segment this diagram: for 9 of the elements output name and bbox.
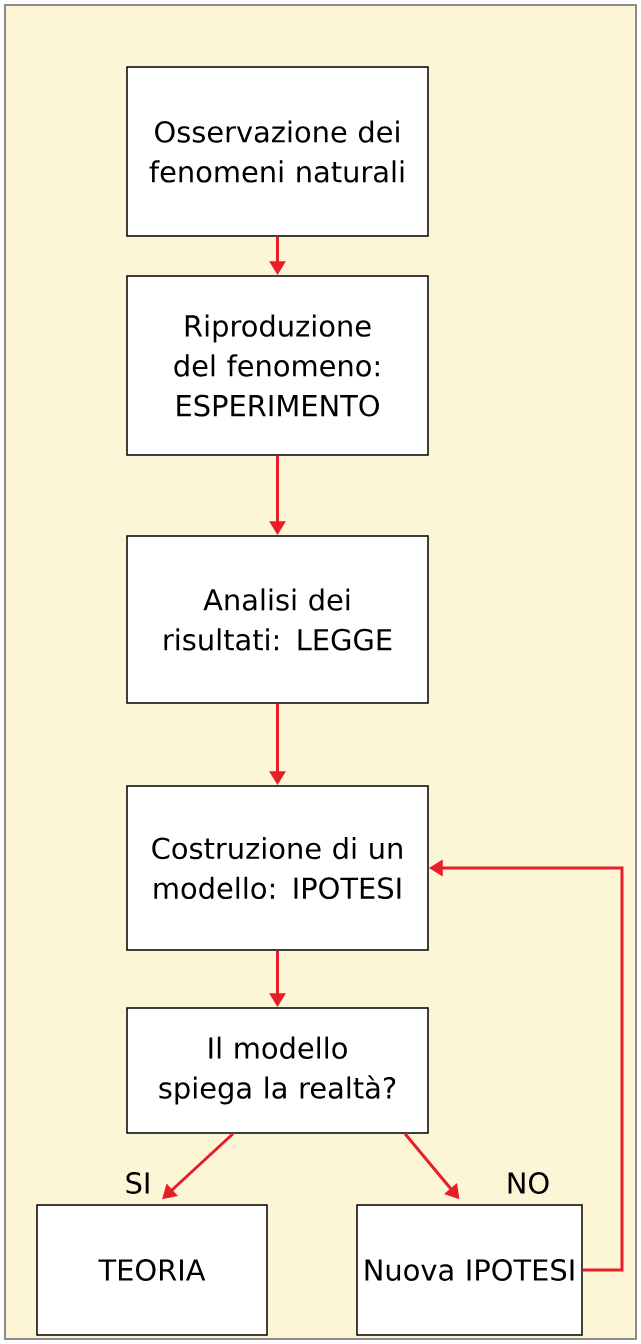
process-box: Il modello spiega la realtà? — [126, 1007, 429, 1134]
process-box: TEORIA — [36, 1204, 268, 1336]
process-box: Costruzione di un modello: IPOTESI — [126, 785, 429, 951]
process-box: Osservazione dei fenomeni naturali — [126, 66, 429, 237]
process-box: Nuova IPOTESI — [356, 1204, 583, 1336]
edge-label: NO — [504, 1171, 552, 1195]
process-box: Analisi dei risultati: LEGGE — [126, 535, 429, 704]
edge-label: SI — [123, 1171, 153, 1195]
process-box: Riproduzione del fenomeno: ESPERIMENTO — [126, 275, 429, 456]
